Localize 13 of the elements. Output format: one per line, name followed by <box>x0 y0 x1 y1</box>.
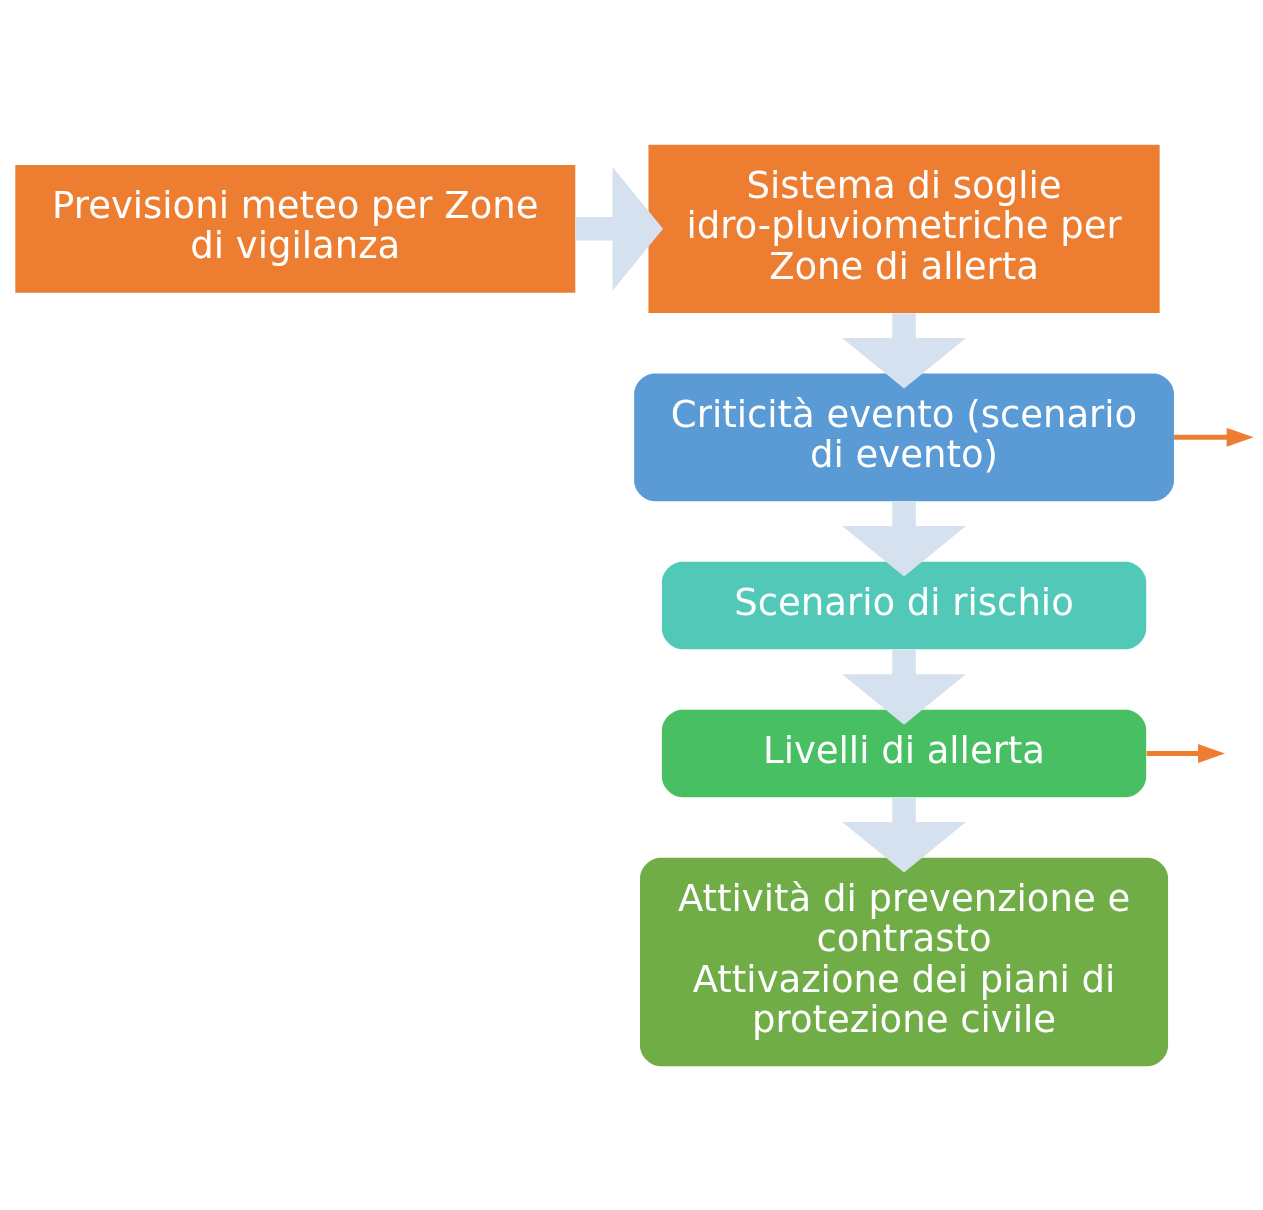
node-box: Sistema di soglie idro-pluviometriche per Zone di allerta <box>648 144 1160 313</box>
arrow <box>1146 743 1226 763</box>
node-box: Scenario di rischio <box>661 561 1147 649</box>
node-box: Criticità evento (scenario di evento) <box>634 372 1174 501</box>
node-box: Livelli di allerta <box>661 709 1147 797</box>
node-box: Previsioni meteo per Zone di vigilanza <box>15 164 576 293</box>
arrow <box>1174 427 1254 447</box>
node-box: Attività di prevenzione e contrasto Attivazione dei piani di protezione civile <box>640 857 1169 1066</box>
arrow <box>842 500 966 577</box>
arrow <box>842 312 966 388</box>
arrow <box>842 649 966 725</box>
arrow <box>575 166 664 291</box>
arrow <box>842 797 966 873</box>
